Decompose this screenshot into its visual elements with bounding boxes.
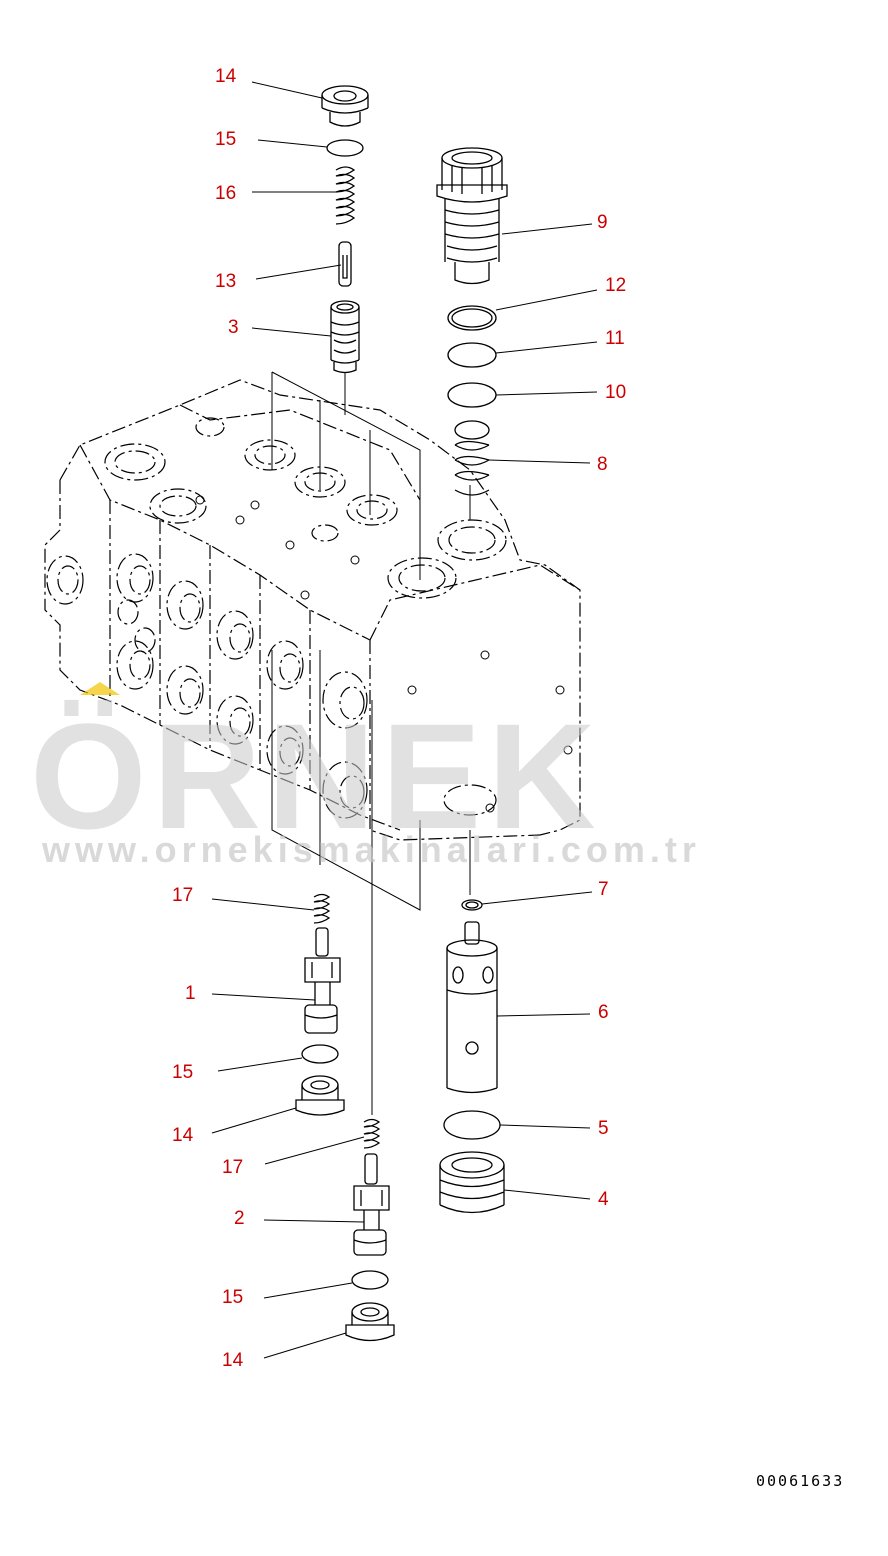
part-9-relief-valve bbox=[436, 147, 508, 285]
watermark-accent-icon bbox=[80, 682, 120, 695]
callout-9: 9 bbox=[597, 212, 608, 233]
part-2-spool bbox=[353, 1153, 390, 1256]
part-14-plug-top bbox=[321, 85, 369, 127]
callout-3: 3 bbox=[228, 317, 239, 338]
callout-16: 16 bbox=[215, 183, 236, 204]
callout-14: 14 bbox=[222, 1350, 244, 1371]
callout-4: 4 bbox=[598, 1189, 609, 1210]
part-16-spring bbox=[335, 166, 356, 225]
part-10-o-ring bbox=[447, 382, 497, 408]
part-4-plug bbox=[439, 1151, 505, 1214]
part-3-spool bbox=[330, 300, 360, 374]
callout-7: 7 bbox=[598, 879, 609, 900]
watermark-brand: ÖRNEK bbox=[30, 692, 602, 860]
callout-15: 15 bbox=[172, 1062, 193, 1083]
drawing-number: 00061633 bbox=[756, 1472, 844, 1490]
part-13-pin bbox=[338, 241, 352, 287]
callout-12: 12 bbox=[605, 275, 626, 296]
callout-6: 6 bbox=[598, 1002, 609, 1023]
callout-13: 13 bbox=[215, 271, 236, 292]
part-12-backup-ring bbox=[447, 305, 497, 331]
assembly-guide-lines bbox=[271, 371, 471, 1115]
part-15-o-ring-low bbox=[351, 1270, 389, 1290]
watermark: ÖRNEK www.ornekismakinalari.com.tr bbox=[30, 682, 701, 870]
part-6-sleeve bbox=[446, 921, 498, 1094]
callout-5: 5 bbox=[598, 1118, 609, 1139]
callout-10: 10 bbox=[605, 382, 626, 403]
part-7-ring bbox=[461, 899, 483, 911]
callout-14: 14 bbox=[215, 66, 237, 87]
callout-8: 8 bbox=[597, 454, 608, 475]
part-1-spool bbox=[304, 927, 341, 1034]
leader-lines bbox=[211, 81, 598, 1359]
callout-labels: 14 15 16 13 3 9 12 11 10 8 17 1 15 14 17… bbox=[172, 66, 626, 1371]
part-17-spring-a bbox=[313, 893, 331, 924]
part-15-o-ring-top bbox=[326, 139, 364, 157]
callout-1: 1 bbox=[185, 983, 196, 1004]
watermark-url: www.ornekismakinalari.com.tr bbox=[41, 829, 701, 870]
part-17-spring-b bbox=[363, 1118, 381, 1149]
callout-14: 14 bbox=[172, 1125, 194, 1146]
callout-17: 17 bbox=[222, 1157, 243, 1178]
part-11-o-ring bbox=[447, 342, 497, 368]
callout-15: 15 bbox=[222, 1287, 243, 1308]
part-14-plug-mid bbox=[295, 1075, 345, 1116]
part-15-o-ring-mid bbox=[301, 1044, 339, 1064]
part-5-o-ring bbox=[443, 1110, 501, 1140]
part-8-spring bbox=[454, 420, 490, 496]
callout-15: 15 bbox=[215, 129, 236, 150]
part-14-plug-low bbox=[345, 1302, 395, 1342]
callout-2: 2 bbox=[234, 1208, 245, 1229]
callout-17: 17 bbox=[172, 885, 193, 906]
callout-11: 11 bbox=[605, 328, 625, 349]
